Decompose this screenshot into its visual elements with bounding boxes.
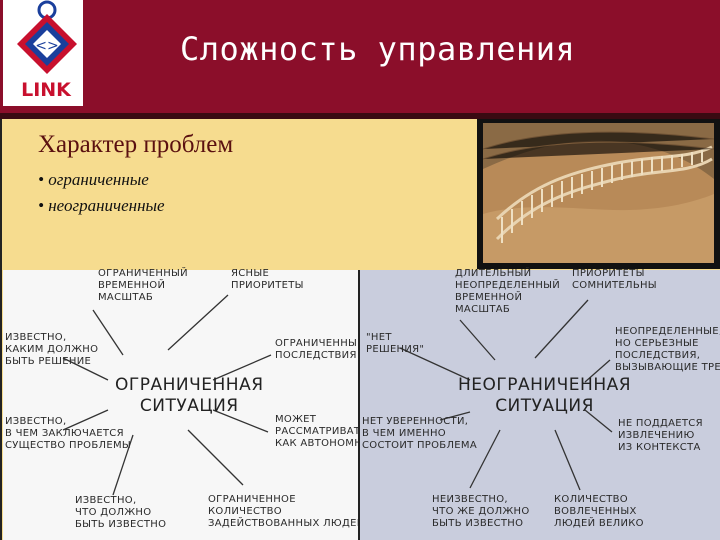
unlimited-item-priorities: ПРИОРИТЕТЫ СОМНИТЕЛЬНЫ: [572, 268, 657, 291]
limited-item-known-solution: ИЗВЕСТНО, КАКИМ ДОЛЖНО БЫТЬ РЕШЕНИЕ: [5, 332, 99, 367]
unlimited-center-label: НЕОГРАНИЧЕННАЯ СИТУАЦИЯ: [458, 375, 632, 416]
unlimited-item-context: НЕ ПОДДАЕТСЯ ИЗВЛЕЧЕНИЮ ИЗ КОНТЕКСТА: [618, 418, 703, 453]
bullet-unlimited: • неограниченные: [38, 196, 165, 215]
left-border: [0, 119, 2, 540]
unlimited-item-consequences: НЕОПРЕДЕЛЕННЫЕ, НО СЕРЬЕЗНЫЕ ПОСЛЕДСТВИЯ…: [615, 326, 720, 373]
link-logo-icon: <> LINK: [17, 0, 77, 101]
limited-item-autonomous: МОЖЕТ РАССМАТРИВАТЬСЯ КАК АВТОНОМНАЯ: [275, 414, 383, 449]
limited-item-known-knowledge: ИЗВЕСТНО, ЧТО ДОЛЖНО БЫТЬ ИЗВЕСТНО: [75, 495, 167, 530]
unlimited-item-people: КОЛИЧЕСТВО ВОВЛЕЧЕННЫХ ЛЮДЕЙ ВЕЛИКО: [554, 494, 644, 529]
link-logo: <> LINK: [3, 0, 83, 106]
unlimited-situation-diagram: НЕОГРАНИЧЕННАЯ СИТУАЦИЯ ДЛИТЕЛЬНЫЙ НЕОПР…: [360, 268, 720, 540]
limited-situation-diagram: ОГРАНИЧЕННАЯ СИТУАЦИЯ ОГРАНИЧЕННЫЙ ВРЕМЕ…: [3, 268, 382, 540]
unlimited-item-uncertain-problem: НЕТ УВЕРЕННОСТИ, В ЧЕМ ИМЕННО СОСТОИТ ПР…: [362, 416, 477, 451]
title-bar: <> LINK Сложность управления: [0, 0, 720, 113]
limited-item-timescale: ОГРАНИЧЕННЫЙ ВРЕМЕННОЙ МАСШТАБ: [98, 268, 188, 303]
limited-item-known-problem: ИЗВЕСТНО, В ЧЕМ ЗАКЛЮЧАЕТСЯ СУЩЕСТВО ПРО…: [5, 416, 132, 451]
limited-item-consequences: ОГРАНИЧЕННЫЕ ПОСЛЕДСТВИЯ: [275, 338, 364, 361]
unlimited-item-timescale: ДЛИТЕЛЬНЫЙ НЕОПРЕДЕЛЕННЫЙ ВРЕМЕННОЙ МАСШ…: [455, 268, 561, 315]
limited-item-priorities: ЯСНЫЕ ПРИОРИТЕТЫ: [231, 268, 304, 291]
fence-photo: [477, 119, 720, 269]
right-diagram-connectors: [399, 299, 613, 491]
section-heading: Характер проблем: [38, 131, 234, 158]
limited-item-people: ОГРАНИЧЕННОЕ КОЛИЧЕСТВО ЗАДЕЙСТВОВАННЫХ …: [208, 494, 365, 529]
unlimited-item-no-solution: "НЕТ РЕШЕНИЯ": [366, 332, 425, 355]
bullet-limited: • ограниченные: [38, 170, 149, 189]
svg-text:<>: <>: [35, 38, 58, 54]
unlimited-item-unknown-knowledge: НЕИЗВЕСТНО, ЧТО ЖЕ ДОЛЖНО БЫТЬ ИЗВЕСТНО: [432, 494, 530, 529]
slide-title: Сложность управления: [180, 30, 576, 68]
diagram-separator: [358, 270, 361, 540]
left-diagram-connectors: [62, 294, 272, 496]
header-divider: [0, 113, 720, 119]
logo-text: LINK: [21, 79, 72, 101]
limited-center-label: ОГРАНИЧЕННАЯ СИТУАЦИЯ: [115, 375, 264, 416]
